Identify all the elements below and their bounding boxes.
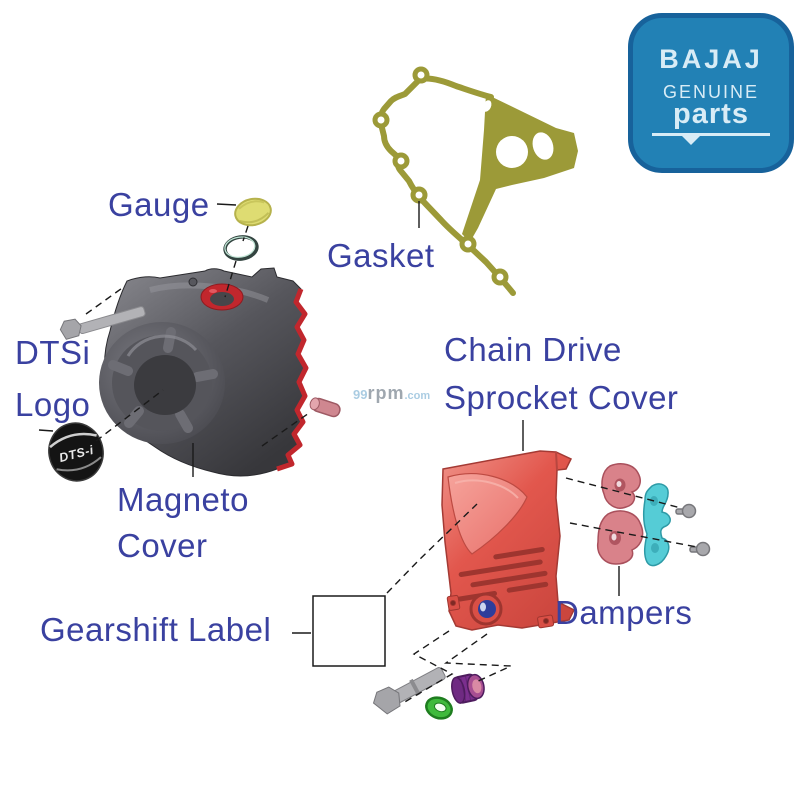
gasket-side-hole bbox=[532, 132, 554, 160]
magneto-face-center bbox=[134, 355, 196, 415]
gauge-label: Gauge bbox=[108, 186, 210, 223]
watermark-part1: 99 bbox=[353, 387, 368, 402]
watermark-part2: rpm bbox=[367, 383, 405, 403]
green-washer-drawing bbox=[425, 696, 453, 720]
gauge-cap-drawing bbox=[234, 197, 272, 227]
brand-parts-text: parts bbox=[673, 98, 749, 130]
dtsi-leader-line bbox=[38, 429, 54, 432]
gasket-solid-region bbox=[462, 94, 578, 242]
brand-underline bbox=[652, 133, 770, 145]
magneto-oil-port-highlight bbox=[209, 289, 217, 293]
gearshift-label-box bbox=[312, 595, 386, 667]
damper-lower-dashed-line bbox=[569, 522, 698, 548]
dtsi-logo-label-line1: DTSi bbox=[15, 334, 91, 371]
plug-zigzag-dashed-line bbox=[443, 633, 512, 683]
magneto-cover-drawing bbox=[99, 267, 309, 477]
gearshift-dashed-line bbox=[386, 503, 478, 594]
sprocket-cover-drawing bbox=[441, 450, 576, 631]
magneto-oil-port-hole bbox=[210, 292, 234, 306]
damper-screws-drawing bbox=[675, 503, 711, 557]
assembly-dashed-lines bbox=[85, 225, 698, 704]
magneto-face-highlight bbox=[126, 334, 198, 357]
damper-upper-drawing bbox=[601, 463, 641, 509]
magneto-cover-label-line2: Cover bbox=[117, 527, 208, 564]
dtsi-logo-label-line2: Logo bbox=[15, 386, 91, 423]
gasket-small-hole bbox=[482, 100, 492, 112]
chain-drive-label-line1: Chain Drive bbox=[444, 331, 622, 368]
brand-genuine-text: GENUINE bbox=[662, 82, 759, 102]
purple-plug-drawing bbox=[451, 673, 485, 704]
gasket-large-hole bbox=[496, 136, 528, 168]
gasket-label: Gasket bbox=[327, 237, 435, 274]
gasket-bolt-holes bbox=[372, 66, 509, 286]
dtsi-badge-drawing: DTS-i bbox=[48, 422, 104, 482]
o-ring-drawing bbox=[223, 235, 259, 261]
gauge-dashed-line bbox=[224, 225, 249, 298]
gauge-leader-line bbox=[216, 203, 237, 206]
damper-lower-drawing bbox=[596, 510, 644, 565]
gasket-drawing bbox=[372, 66, 578, 296]
chain-drive-label-line2: Sprocket Cover bbox=[444, 379, 679, 416]
bolt-zigzag-dashed-line bbox=[402, 630, 454, 704]
watermark-part3: .com bbox=[404, 390, 431, 402]
gasket-outline bbox=[377, 75, 516, 296]
dowel-pin-drawing bbox=[309, 397, 341, 418]
dowel-dashed-line bbox=[261, 412, 310, 447]
magneto-top-boss bbox=[188, 277, 198, 287]
brand-arrow-icon bbox=[682, 136, 700, 145]
sprocket-crease bbox=[447, 473, 528, 555]
magneto-cover-label-line1: Magneto bbox=[117, 481, 249, 518]
magneto-bolt-drawing bbox=[59, 306, 146, 340]
magneto-red-trim bbox=[276, 288, 309, 472]
dampers-label: Dampers bbox=[555, 594, 693, 631]
gearshift-label-text: Gearshift Label bbox=[40, 611, 272, 648]
magneto-face-notches bbox=[108, 327, 218, 433]
dtsi-dashed-line bbox=[95, 389, 164, 442]
cover-bolt-drawing bbox=[372, 667, 446, 715]
sprocket-tabs bbox=[446, 594, 555, 629]
brand-bajaj-text: BAJAJ bbox=[659, 44, 763, 74]
bolt-dashed-line bbox=[85, 285, 126, 315]
bajaj-genuine-parts-logo: BAJAJ GENUINE parts bbox=[628, 13, 794, 173]
damper-bracket-drawing bbox=[642, 483, 671, 567]
sprocket-vent-slots bbox=[457, 547, 549, 602]
watermark: 99rpm.com bbox=[353, 383, 430, 404]
damper-upper-dashed-line bbox=[565, 477, 682, 509]
leader-lines bbox=[38, 201, 620, 634]
